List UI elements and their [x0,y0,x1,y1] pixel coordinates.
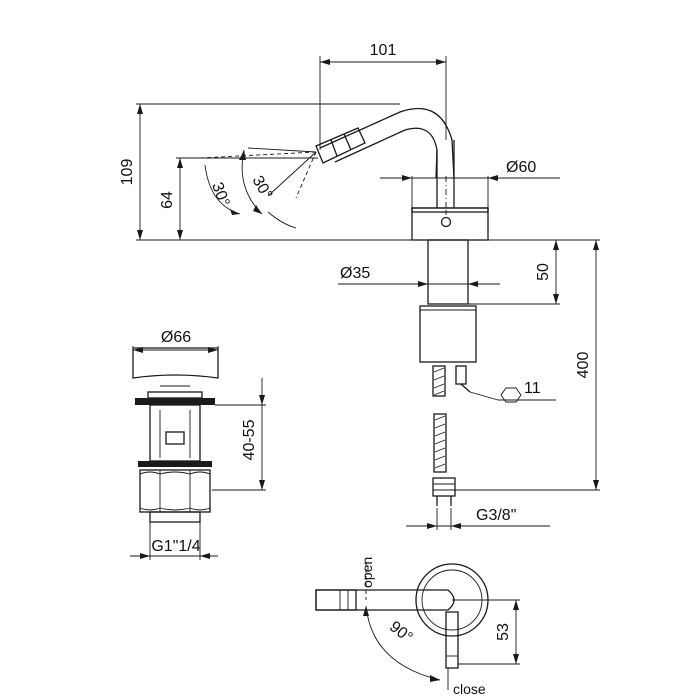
dimension-dia-35: Ø35 [338,265,500,287]
spray-angle-dimensions: 30° 30° [199,147,317,229]
handle-close-label: close [453,681,486,697]
dim-g38-label: G3/8" [476,507,516,524]
dim-101-label: 101 [370,42,397,59]
dim-dia-60-label: Ø60 [506,159,536,176]
dim-dia-35-label: Ø35 [340,265,370,282]
dimension-50: 50 [468,240,560,305]
dimension-g114: G1"1/4 [130,522,218,560]
dim-50-label: 50 [535,263,552,281]
pop-up-waste-view [132,347,219,523]
spray-angle-right-label: 30° [248,173,275,202]
dimension-101: 101 [319,42,447,150]
handle-angle-90-label: 90° [386,618,416,646]
dimension-109: 109 [119,103,400,240]
dimension-64: 64 [159,157,318,240]
dimension-g38: G3/8" [406,507,550,530]
dimension-dia-66: Ø66 [132,329,219,360]
dimension-dia-60: Ø60 [380,159,560,210]
dim-40-55-label: 40-55 [241,419,258,460]
dim-53-label: 53 [495,623,512,641]
dimension-hex-11: 11 [469,380,556,403]
dim-64-label: 64 [159,191,176,209]
dimension-400: 400 [455,240,600,491]
dim-g114-label: G1"1/4 [151,538,200,555]
dimension-40-55: 40-55 [212,378,266,491]
handle-open-label: open [359,557,375,588]
dim-400-label: 400 [575,352,592,379]
spray-angle-left-label: 30° [208,180,232,209]
dim-dia-66-label: Ø66 [161,329,191,346]
bidet-mixer-side-view [136,107,600,506]
dim-109-label: 109 [119,159,136,186]
dimension-53: 53 [452,599,520,665]
dim-hex-11-label: 11 [524,380,541,397]
handle-top-view: 90° open close [315,557,489,697]
